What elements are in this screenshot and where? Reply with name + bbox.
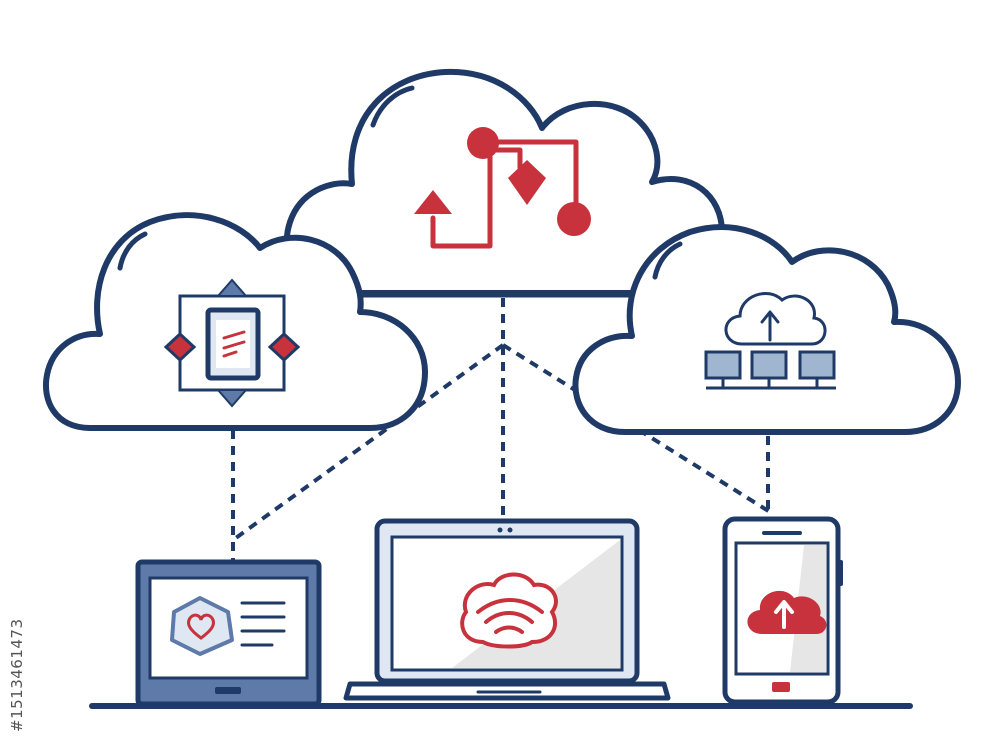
tablet-home-bar (215, 687, 241, 694)
cloud-upload-network-icon (704, 291, 836, 390)
center-cloud-outline (283, 68, 725, 296)
cloud-upload-icon (747, 590, 827, 634)
stock-id-watermark: #1513461473 (6, 512, 26, 732)
laptop-device (343, 518, 671, 701)
center-cloud (283, 68, 725, 298)
left-cloud (43, 212, 428, 431)
left-cloud-highlight (117, 231, 148, 271)
tablet-text-lines (240, 601, 286, 647)
right-cloud-highlight (652, 241, 683, 280)
connector-center-to-phone (501, 343, 772, 514)
branching-flow-icon (414, 127, 591, 249)
laptop-camera (497, 527, 503, 533)
heart-badge-icon (170, 596, 234, 656)
stock-id-text: #1513461473 (8, 618, 26, 732)
center-cloud-highlight (370, 85, 415, 128)
phone-side-button (838, 560, 843, 586)
laptop-camera-dot (507, 527, 513, 533)
wifi-cloud-icon (460, 572, 558, 649)
tablet-device (135, 559, 322, 707)
phone-device (722, 516, 843, 705)
phone-home-button (772, 682, 790, 692)
connector-center-to-tablet (231, 343, 505, 542)
connector-lines (231, 298, 772, 560)
document-diamond-icon (163, 278, 301, 408)
right-cloud (572, 224, 961, 435)
